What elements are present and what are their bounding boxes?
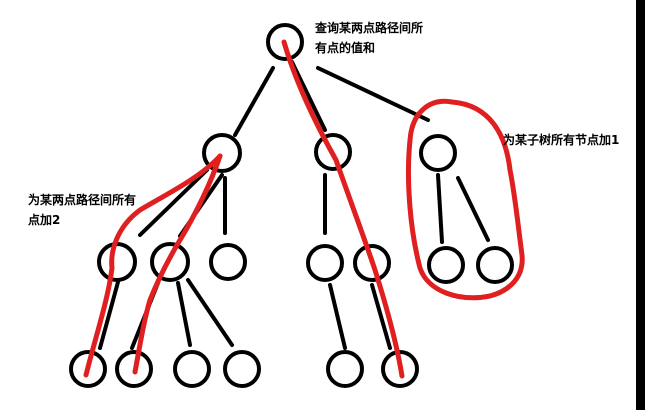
red-highlights bbox=[83, 39, 525, 379]
subtree-loop bbox=[405, 98, 525, 301]
node-leaf4 bbox=[223, 350, 261, 388]
node-m3a bbox=[306, 244, 344, 282]
edge-l3a-leaf bbox=[98, 280, 120, 350]
node-r3b bbox=[476, 246, 514, 284]
subtree-add-annotation: 为某子树所有节点加1 bbox=[503, 130, 619, 150]
right-border bbox=[636, 0, 645, 410]
query-annotation-line1: 查询某两点路径间所 bbox=[315, 21, 424, 35]
node-r3a bbox=[427, 246, 465, 284]
edge-right-child1 bbox=[436, 173, 444, 244]
node-right bbox=[419, 134, 457, 172]
node-l3a bbox=[97, 242, 137, 282]
query-annotation: 查询某两点路径间所 有点的值和 bbox=[315, 18, 423, 58]
query-annotation-line2: 有点的值和 bbox=[315, 41, 376, 55]
node-leaf3 bbox=[173, 350, 211, 388]
edge-right-child2 bbox=[456, 176, 490, 242]
path-add-annotation: 为某两点路径间所有 点加2 bbox=[28, 190, 136, 230]
add-path-stroke-left bbox=[83, 153, 223, 378]
query-path-stroke bbox=[281, 39, 405, 379]
node-leaf5 bbox=[326, 350, 364, 388]
edge-root-right bbox=[316, 66, 430, 122]
path-add-annotation-line2: 点加2 bbox=[28, 213, 61, 227]
edge-l3b-leaf3 bbox=[186, 278, 234, 347]
node-l3c bbox=[209, 243, 247, 281]
edge-m3b-leaf bbox=[370, 283, 392, 350]
edge-left-child1 bbox=[138, 168, 209, 237]
subtree-add-annotation-text: 为某子树所有节点加1 bbox=[503, 133, 620, 147]
edge-l3b-leaf2 bbox=[176, 281, 192, 347]
edge-root-middle bbox=[290, 60, 327, 132]
edge-m3-leaf bbox=[328, 283, 347, 350]
path-add-annotation-line1: 为某两点路径间所有 bbox=[28, 193, 137, 207]
edge-root-left bbox=[233, 66, 275, 137]
add-path-stroke-right bbox=[132, 153, 223, 375]
